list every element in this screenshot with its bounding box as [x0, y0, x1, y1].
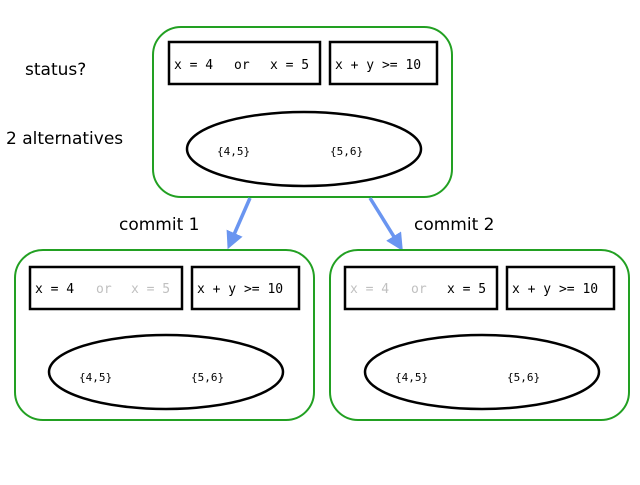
top-constraint-1-op: or [234, 58, 250, 73]
top-space-border [152, 26, 453, 198]
top-solution-2: {5,6} [330, 145, 363, 158]
branch-2-constraint-1-op: or [411, 282, 427, 297]
commit-2-arrow [368, 197, 403, 251]
top-constraint-2: x + y >= 10 [335, 58, 421, 73]
branch-2-constraint-1-left: x = 4 [350, 282, 389, 297]
branch-2-constraint-1: x = 4 or x = 5 [350, 282, 486, 297]
branch-1-solutions-ellipse [47, 333, 285, 411]
branch-2-solution-1: {4,5} [395, 371, 428, 384]
branch-1-constraint-1: x = 4 or x = 5 [35, 282, 170, 297]
branch-1-space-border [14, 249, 315, 421]
top-constraint-2-box [328, 40, 439, 86]
branch-1-constraint-1-right: x = 5 [131, 282, 170, 297]
status-label: status? [25, 60, 86, 80]
branch-2-constraint-1-box [343, 265, 499, 311]
branch-2-space: x = 4 or x = 5 x + y >= 10 {4,5} {5,6} [329, 249, 630, 421]
branch-2-constraint-2: x + y >= 10 [512, 282, 598, 297]
top-constraint-1: x = 4 or x = 5 [174, 58, 309, 73]
branch-2-solutions-ellipse [363, 333, 601, 411]
branch-2-constraint-2-box [505, 265, 616, 311]
top-solutions-ellipse [185, 110, 423, 188]
top-constraint-1-box [167, 40, 322, 86]
top-constraint-1-left: x = 4 [174, 58, 213, 73]
branch-1-constraint-1-box [28, 265, 184, 311]
commit-1-label: commit 1 [119, 215, 199, 235]
branch-1-solution-1: {4,5} [79, 371, 112, 384]
commit-1-arrow [226, 197, 252, 250]
branch-1-solution-2: {5,6} [191, 371, 224, 384]
branch-1-constraint-1-left: x = 4 [35, 282, 74, 297]
branch-1-constraint-2-box [190, 265, 301, 311]
branch-1-constraint-1-op: or [96, 282, 112, 297]
alternatives-label: 2 alternatives [6, 129, 123, 149]
top-constraint-1-right: x = 5 [270, 58, 309, 73]
branch-2-space-border [329, 249, 630, 421]
top-space: x = 4 or x = 5 x + y >= 10 {4,5} {5,6} [152, 26, 453, 198]
top-solution-1: {4,5} [217, 145, 250, 158]
branch-2-solution-2: {5,6} [507, 371, 540, 384]
branch-1-space: x = 4 or x = 5 x + y >= 10 {4,5} {5,6} [14, 249, 315, 421]
branch-2-constraint-1-right: x = 5 [447, 282, 486, 297]
commit-2-label: commit 2 [414, 215, 494, 235]
branch-1-constraint-2: x + y >= 10 [197, 282, 283, 297]
